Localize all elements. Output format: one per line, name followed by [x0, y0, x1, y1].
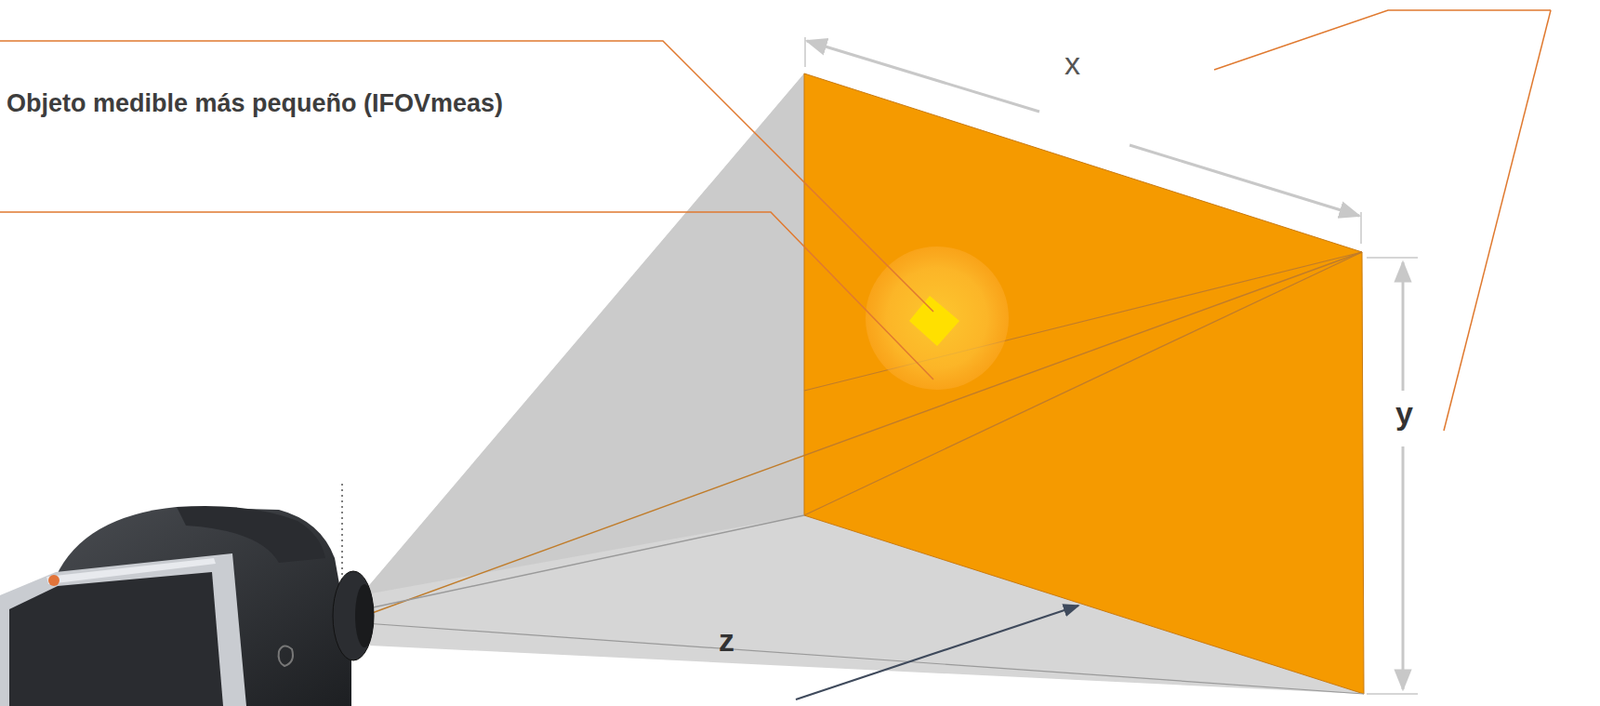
- smallest-object: [909, 295, 960, 346]
- camera-lens: [332, 570, 374, 661]
- extension-line: [804, 37, 807, 67]
- sight-line: [364, 622, 1364, 694]
- leader-line: [0, 40, 934, 312]
- camera-top: [176, 505, 326, 563]
- screen-frame: [0, 553, 247, 706]
- dimension-line: [1401, 446, 1405, 689]
- leader-line: [1443, 10, 1551, 431]
- lens-glass: [355, 583, 374, 648]
- dimension-line: [1401, 262, 1405, 391]
- leader-line: [0, 211, 934, 380]
- camera-button: [278, 645, 293, 666]
- leader-line: [1214, 10, 1551, 70]
- sight-line: [364, 515, 805, 609]
- dimension-label: x: [1061, 46, 1084, 81]
- frustum-side: [360, 73, 805, 596]
- dimension-label: y: [1392, 396, 1416, 431]
- brand-logo: [48, 574, 60, 586]
- extension-line: [1366, 692, 1418, 695]
- screen-highlight: [46, 557, 216, 584]
- measurement-spot: [865, 246, 1009, 390]
- extension-line: [1360, 211, 1362, 244]
- extension-line: [1366, 256, 1418, 259]
- dimension-line: [1129, 145, 1360, 216]
- pointer-arrow: [795, 605, 1079, 700]
- camera-screen: [9, 571, 224, 706]
- dimension-label: z: [715, 622, 738, 658]
- thermal-camera: [0, 483, 374, 706]
- view-frustum: [360, 73, 1364, 694]
- dimension-line: [806, 40, 1040, 112]
- callout-text: Objeto medible más pequeño (IFOVmeas): [3, 90, 506, 119]
- target-plane: [804, 73, 1364, 694]
